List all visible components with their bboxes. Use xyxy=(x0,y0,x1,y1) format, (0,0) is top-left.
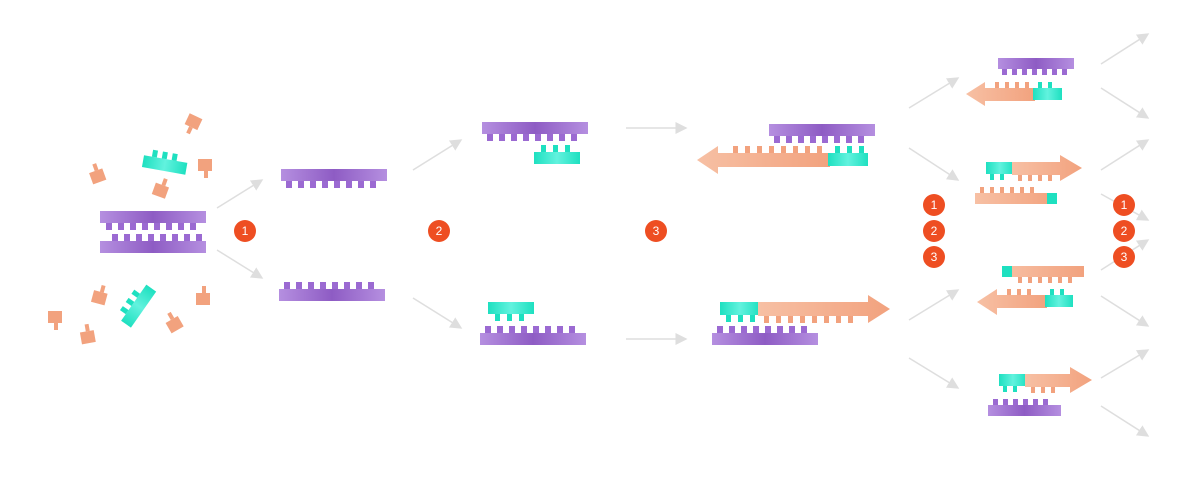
initial-dsdna xyxy=(100,211,206,253)
cycle2-product-1 xyxy=(966,58,1074,106)
step-marker-3: 3 xyxy=(645,220,667,242)
flow-arrows xyxy=(216,179,264,279)
free-primer xyxy=(119,284,157,328)
cycle2-product-4 xyxy=(988,367,1092,416)
step-label: 1 xyxy=(1121,198,1128,212)
flow-arrows xyxy=(412,139,463,329)
flow-arrows xyxy=(626,122,688,345)
annealed-top xyxy=(482,122,588,164)
step-marker-icon xyxy=(923,246,945,268)
flow-arrows xyxy=(908,77,960,389)
step-label: 2 xyxy=(436,224,443,238)
strand-arrow-icon xyxy=(977,289,1047,315)
cycle-steps-group-2: 1 2 3 xyxy=(1113,194,1135,268)
flow-arrows xyxy=(1100,33,1150,437)
step-label: 1 xyxy=(242,224,249,238)
extended-top xyxy=(697,124,875,174)
step-marker-icon xyxy=(1113,194,1135,216)
extended-bottom xyxy=(712,295,890,345)
strand-arrow-icon xyxy=(697,146,830,174)
step-label: 2 xyxy=(931,224,938,238)
annealed-bottom xyxy=(480,302,586,345)
free-primer xyxy=(141,149,188,175)
denatured-top-strand xyxy=(281,169,387,188)
denatured-bottom-strand xyxy=(279,282,385,301)
cycle2-product-3 xyxy=(977,266,1084,315)
strand-arrow-icon xyxy=(1025,367,1092,393)
step-label: 2 xyxy=(1121,224,1128,238)
cycle-steps-group-1: 1 2 3 xyxy=(923,194,945,268)
step-label: 3 xyxy=(931,250,938,264)
cycle2-product-2 xyxy=(975,155,1082,204)
step-marker-1: 1 xyxy=(234,220,256,242)
strand-arrow-icon xyxy=(1012,155,1082,181)
step-marker-icon xyxy=(923,194,945,216)
strand-arrow-icon xyxy=(966,82,1035,106)
step-marker-icon xyxy=(428,220,450,242)
step-label: 1 xyxy=(931,198,938,212)
step-marker-icon xyxy=(1113,220,1135,242)
step-marker-2: 2 xyxy=(428,220,450,242)
step-marker-icon xyxy=(923,220,945,242)
step-marker-icon xyxy=(645,220,667,242)
step-marker-icon xyxy=(234,220,256,242)
step-label: 3 xyxy=(1121,250,1128,264)
free-nucleotides xyxy=(48,113,212,345)
step-label: 3 xyxy=(653,224,660,238)
step-marker-icon xyxy=(1113,246,1135,268)
